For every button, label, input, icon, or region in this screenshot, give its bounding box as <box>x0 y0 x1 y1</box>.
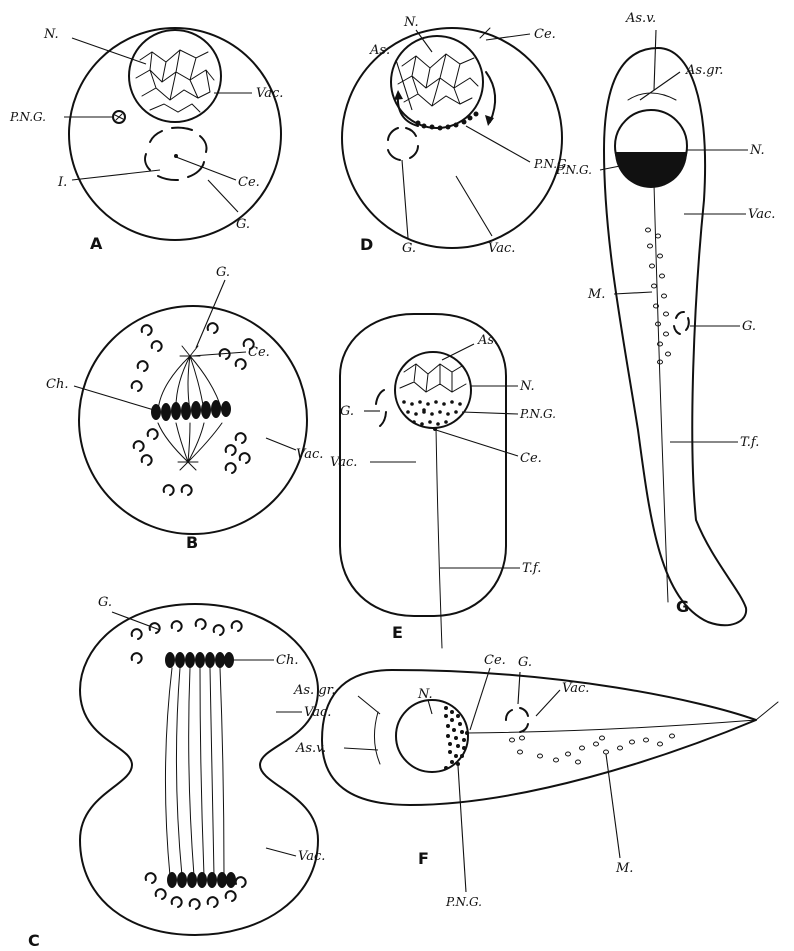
cell-outline-d <box>342 28 562 248</box>
label-vac-e: Vac. <box>330 455 357 470</box>
label-ce-e: Ce. <box>520 451 542 466</box>
label-as-gr-g: As.gr. <box>685 63 723 78</box>
figure-g: As.v. As.gr. N. P.N.G. Vac. M. G. T.f. G <box>555 11 775 625</box>
cell-outline-f <box>322 670 756 805</box>
figure-letter-e: E <box>392 623 403 642</box>
label-png-f: P.N.G. <box>445 895 482 909</box>
label-n-e: N. <box>519 379 535 394</box>
figure-d: N. Ce. As. P.N.G. G. Vac. D <box>342 15 570 256</box>
cell-outline-b <box>79 306 307 534</box>
label-tf-e: T.f. <box>522 561 541 576</box>
nucleus-f <box>396 700 468 772</box>
label-vac-a: Vac. <box>256 86 283 101</box>
centrosome-f <box>465 731 469 735</box>
label-i-a: I. <box>57 175 67 190</box>
tail-filament-f <box>466 720 756 733</box>
label-as-v-f: As.v. <box>295 741 326 756</box>
label-ch-c: Ch. <box>276 653 298 668</box>
label-as-d: As. <box>369 43 390 58</box>
figure-letter-c: C <box>28 931 40 950</box>
cell-outline-e <box>340 314 506 616</box>
golgi-ring-d <box>388 128 418 160</box>
golgi-ring-f <box>506 708 528 732</box>
label-tf-g: T.f. <box>740 435 759 450</box>
label-ce-d: Ce. <box>534 27 556 42</box>
label-g-a: G. <box>236 217 250 232</box>
label-g-b: G. <box>216 265 230 280</box>
label-g-e: G. <box>340 404 354 419</box>
label-m-g: M. <box>587 287 605 302</box>
label-as-v-g: As.v. <box>625 11 656 26</box>
arrow-right-d <box>486 72 495 122</box>
label-g-d: G. <box>402 241 416 256</box>
label-png-e: P.N.G. <box>519 407 556 421</box>
nucleus-d <box>391 36 483 128</box>
label-as-gr-f: As. gr. <box>293 683 336 698</box>
mitochondria-g <box>646 228 671 364</box>
chromosomes-b <box>151 400 231 421</box>
spindle-c <box>165 668 224 876</box>
label-m-f: M. <box>615 861 633 876</box>
figure-letter-a: A <box>90 234 103 253</box>
tail-tip-f <box>756 702 778 720</box>
figure-b: G. Ce. Ch. Vac. B <box>46 265 323 552</box>
figure-c: G. Ch. Vac. Vac. C <box>28 595 331 950</box>
figure-e: As. G. N. P.N.G. Ce. Vac. T.f. E <box>330 314 556 648</box>
acrosome-f <box>374 712 380 764</box>
figure-a: N. P.N.G. Vac. I. Ce. G. A <box>9 27 283 253</box>
label-ce-f: Ce. <box>484 653 506 668</box>
chromosomes-c-bottom <box>167 872 236 888</box>
label-png-a: P.N.G. <box>9 110 46 124</box>
label-ch-b: Ch. <box>46 377 68 392</box>
centrosome-g <box>652 183 656 187</box>
arrowhead-left-d <box>394 90 403 100</box>
label-ce-b: Ce. <box>248 345 270 360</box>
png-granule-detail-a <box>115 114 123 120</box>
chromosomes-c-top <box>165 652 234 668</box>
golgi-ring-e <box>376 390 386 426</box>
png-cap-g <box>615 152 687 188</box>
figure-letter-f: F <box>418 849 429 868</box>
acrosome-granule-g <box>628 93 676 100</box>
label-g-g: G. <box>742 319 756 334</box>
label-vac-c-bottom: Vac. <box>298 849 325 864</box>
figure-letter-g: G <box>676 597 689 616</box>
label-g-c: G. <box>98 595 112 610</box>
label-as-e: As. <box>477 333 498 348</box>
label-ce-a: Ce. <box>238 175 260 190</box>
label-n-g: N. <box>749 143 765 158</box>
chromatin-network-a <box>136 50 214 112</box>
label-n-a: N. <box>43 27 59 42</box>
chromatin-network-e <box>400 364 466 392</box>
chromatin-network-d <box>398 54 478 106</box>
figure-f: N. Ce. G. Vac. As. gr. As.v. M. P.N.G. F <box>293 653 778 909</box>
figure-letter-b: B <box>186 533 198 552</box>
cell-outline-a <box>69 28 281 240</box>
label-vac-d: Vac. <box>488 241 515 256</box>
label-vac-g: Vac. <box>748 207 775 222</box>
figure-letter-d: D <box>360 235 373 254</box>
label-vac-f: Vac. <box>562 681 589 696</box>
cell-outline-g <box>604 48 746 625</box>
label-n-d: N. <box>403 15 419 30</box>
nucleus-e <box>395 352 471 428</box>
golgi-ring-g <box>674 312 689 334</box>
label-png-g: P.N.G. <box>555 163 592 177</box>
label-n-f: N. <box>417 687 433 702</box>
label-vac-b: Vac. <box>296 447 323 462</box>
golgi-ring-a <box>145 128 206 180</box>
label-g-f: G. <box>518 655 532 670</box>
